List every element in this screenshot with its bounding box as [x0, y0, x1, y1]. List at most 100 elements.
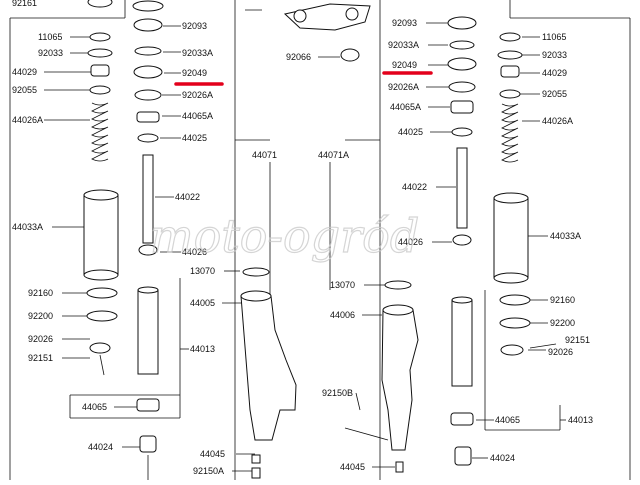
lbl-44022-l: 44022	[175, 192, 200, 202]
lbl-92049-l: 92049	[182, 68, 207, 78]
part-44006-r	[344, 280, 419, 473]
lbl-92033A-l: 92033A	[182, 48, 213, 58]
part-44065A-r	[450, 100, 474, 114]
lbl-92151-l: 92151	[28, 353, 53, 363]
left-leader-lines	[44, 25, 255, 472]
lbl-44029-l: 44029	[12, 67, 37, 77]
lbl-92033-l: 92033	[38, 48, 63, 58]
part-92055-r	[499, 89, 521, 99]
lbl-92033A-r: 92033A	[388, 40, 419, 50]
part-44025-l	[137, 133, 159, 143]
part-92049-l	[133, 65, 163, 79]
lbl-44026A-r: 44026A	[542, 116, 573, 126]
part-92049-r	[447, 57, 477, 71]
lbl-92049-r: 92049	[392, 60, 417, 70]
part-44024-l	[139, 435, 157, 453]
lbl-44033A-l: 44033A	[12, 222, 43, 232]
part-92150A-l	[251, 467, 261, 479]
lbl-44025-l: 44025	[182, 133, 207, 143]
part-92160-l	[86, 287, 118, 299]
lbl-92200-r: 92200	[550, 318, 575, 328]
lbl-44065A-r: 44065A	[390, 102, 421, 112]
lbl-92200-l: 92200	[28, 311, 53, 321]
lbl-44026-l: 44026	[182, 247, 207, 257]
part-13070-l	[242, 267, 270, 277]
part-44022-l	[142, 154, 154, 244]
part-44024-r	[454, 446, 472, 466]
part-92200-r	[499, 317, 531, 329]
right-fork-labels: 92093 11065 92033A 92033 92049 44029 920…	[322, 18, 593, 472]
lbl-44022-r: 44022	[402, 182, 427, 192]
part-92033-l	[87, 48, 113, 58]
lbl-44013-r: 44013	[568, 415, 593, 425]
lbl-44005-l: 44005	[190, 298, 215, 308]
part-92151-r	[529, 343, 557, 349]
part-92161-l	[87, 0, 113, 8]
lbl-92066: 92066	[286, 52, 311, 62]
lbl-92026-r: 92026	[548, 347, 573, 357]
part-92200-l	[86, 310, 118, 322]
lbl-44025-r: 44025	[398, 127, 423, 137]
lbl-44033A-r: 44033A	[550, 231, 581, 241]
lbl-13070-l: 13070	[190, 266, 215, 276]
part-92093-r	[447, 16, 477, 30]
center-bracket: 92066 44071 44071A	[245, 3, 371, 295]
right-leader-lines	[355, 22, 566, 468]
left-fork-labels: 92161 11065 92093 92033 92033A 44029 920…	[12, 0, 225, 476]
part-92033A-r	[449, 40, 475, 50]
lbl-92033-r: 92033	[542, 50, 567, 60]
frame-lines	[9, 0, 631, 480]
part-44045-r	[395, 461, 404, 473]
part-44005-l	[240, 267, 297, 479]
part-92150B-r	[344, 427, 389, 441]
lbl-92160-l: 92160	[28, 288, 53, 298]
part-44026-r	[452, 234, 472, 246]
part-92160-r	[499, 294, 531, 306]
lbl-44065-r: 44065	[495, 415, 520, 425]
right-outer-parts	[493, 32, 557, 356]
part-92026A-l	[134, 89, 162, 101]
lbl-44024-r: 44024	[490, 453, 515, 463]
part-92033-r	[497, 50, 523, 60]
part-92055-l	[89, 85, 111, 95]
part-44065-r	[450, 412, 474, 426]
part-44065-l	[136, 398, 160, 412]
lbl-44024-l: 44024	[88, 442, 113, 452]
lbl-44045-r: 44045	[340, 462, 365, 472]
part-44013-r	[451, 296, 473, 387]
part-44022-r	[456, 147, 468, 229]
part-13070-r	[384, 280, 412, 290]
lbl-44026A-l: 44026A	[12, 115, 43, 125]
lbl-92151-r: 92151	[565, 335, 590, 345]
part-92066	[340, 48, 360, 62]
left-inner-parts	[132, 0, 164, 480]
lbl-92055-r: 92055	[542, 89, 567, 99]
part-44029-l	[90, 64, 110, 77]
lbl-13070-r: 13070	[330, 280, 355, 290]
lbl-92150A-l: 92150A	[193, 466, 224, 476]
part-92026-l	[89, 342, 111, 354]
lbl-11065-r: 11065	[542, 32, 566, 42]
part-44026A-spring-l	[91, 102, 109, 162]
lbl-92026A-r: 92026A	[388, 82, 419, 92]
part-11065-r	[499, 32, 521, 42]
part-44045-l	[251, 454, 261, 464]
part-44033A-r	[493, 192, 529, 284]
lbl-44026-r: 44026	[398, 237, 423, 247]
part-44013-l	[137, 286, 159, 375]
lbl-92026-l: 92026	[28, 334, 53, 344]
left-outer-parts	[83, 0, 119, 376]
part-44025-r	[451, 127, 473, 137]
part-92161-top-l	[132, 0, 164, 12]
part-44033A-l	[83, 189, 119, 281]
right-inner-parts	[447, 16, 477, 466]
lbl-92161-l: 92161	[12, 0, 37, 8]
part-44026A-spring-r	[501, 103, 519, 163]
lbl-44006-r: 44006	[330, 310, 355, 320]
part-11065-l	[89, 32, 111, 42]
part-92151-l	[99, 354, 105, 376]
lbl-92150B-r: 92150B	[322, 388, 353, 398]
lbl-44065-l: 44065	[82, 402, 107, 412]
